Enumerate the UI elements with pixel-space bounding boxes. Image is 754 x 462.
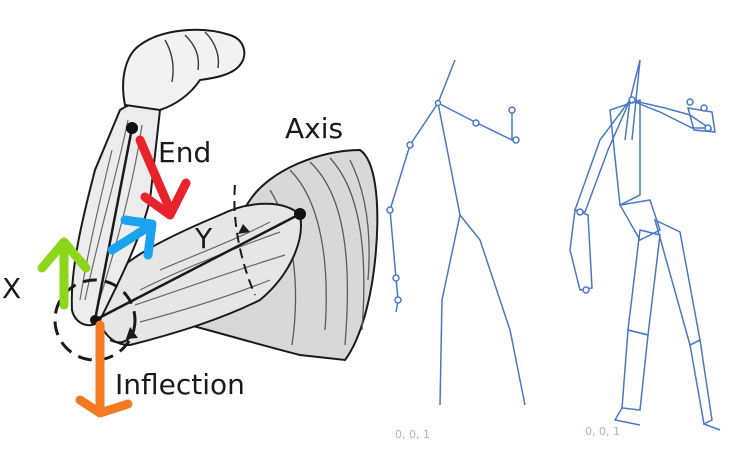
stick-skeleton-simple — [386, 59, 526, 406]
y-rotation-arc — [233, 184, 256, 296]
end-joint-dot — [126, 122, 138, 134]
end-label: End — [158, 136, 211, 169]
axis-label: Axis — [285, 112, 343, 145]
y-rotation-arrowhead — [238, 224, 250, 234]
right-skeleton-footnote: 0, 0, 1 — [585, 425, 620, 438]
fist-fingers — [164, 31, 220, 83]
arm-illustration: End Axis Y X Inflection — [2, 28, 379, 418]
end-arrow-shaft — [135, 135, 173, 210]
forearm-bone-line — [93, 127, 134, 321]
inflection-arrow-head — [75, 395, 133, 418]
elbow-rotation-circle — [53, 278, 137, 362]
y-arrow-head — [120, 215, 157, 260]
stick-skeleton-volumetric — [569, 59, 721, 431]
fist-shape — [122, 28, 246, 112]
inflection-label: Inflection — [115, 368, 245, 401]
axis-joint-dot — [294, 208, 306, 220]
biceps-striations — [134, 221, 286, 323]
y-arrow-shaft — [107, 221, 155, 255]
x-label: X — [2, 272, 21, 305]
y-label: Y — [194, 222, 213, 255]
upper-arm-bone-line — [94, 212, 301, 322]
end-arrow-head — [140, 178, 191, 220]
elbow-arc-arrowhead — [126, 327, 138, 339]
x-arrow-head — [37, 237, 91, 273]
left-skeleton-footnote: 0, 0, 1 — [395, 428, 430, 441]
